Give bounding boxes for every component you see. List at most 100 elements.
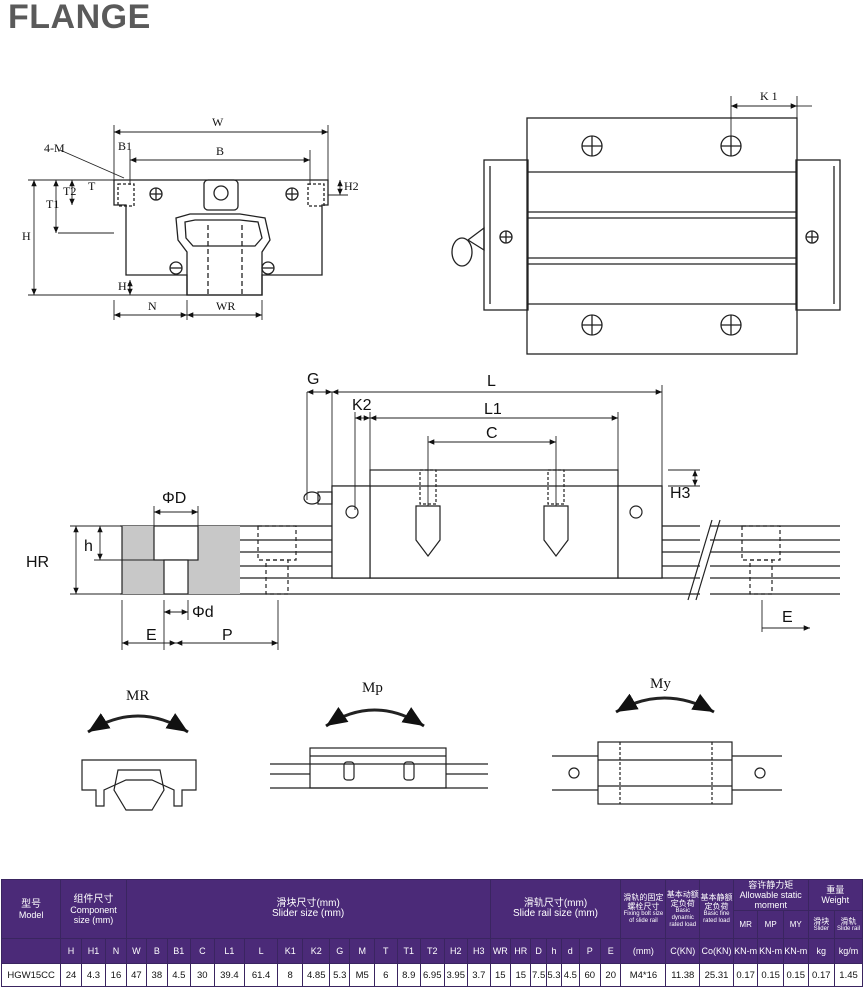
- table-cell: 8: [276, 963, 304, 987]
- label-h1: H1: [118, 279, 133, 293]
- sub-header-cell: KN-m: [782, 938, 809, 964]
- sub-header-cell: C: [190, 938, 215, 964]
- sub-header-cell: W: [125, 938, 148, 964]
- technical-drawing: W B B1 4-M H T1 T2 T H1 H2 N WR K 1: [22, 89, 841, 811]
- front-view: [28, 125, 348, 320]
- top-view: [451, 96, 841, 355]
- sub-header-cell: B: [146, 938, 168, 964]
- sub-header-cell: B1: [166, 938, 192, 964]
- table-cell: 4.5: [166, 963, 192, 987]
- sub-header-cell: HR: [510, 938, 532, 964]
- sub-header-cell: D: [530, 938, 547, 964]
- sub-header-cell: T2: [420, 938, 445, 964]
- sub-header-cell: L: [244, 938, 278, 964]
- label-e-left: E: [146, 627, 157, 644]
- label-b: B: [216, 144, 224, 158]
- table-cell: 61.4: [244, 963, 278, 987]
- page-title: FLANGE: [8, 0, 151, 36]
- model-cell: HGW15CC: [0, 963, 62, 987]
- table-cell: M4*16: [620, 963, 667, 987]
- table-cell: 3.7: [467, 963, 491, 987]
- label-h: H: [22, 229, 31, 243]
- sub-header-cell: T1: [396, 938, 421, 964]
- moment-mr-col: MR: [732, 910, 759, 939]
- label-w: W: [212, 115, 224, 129]
- moment-mp-diagram: [270, 706, 488, 789]
- side-view: [70, 385, 840, 650]
- moment-my-col: MY: [782, 910, 809, 939]
- table-cell: 47: [125, 963, 148, 987]
- label-mr: MR: [126, 688, 149, 704]
- table-cell: 5.3: [329, 963, 351, 987]
- sub-header-cell: H1: [80, 938, 107, 964]
- table-cell: 0.17: [807, 963, 836, 987]
- sub-header-cell: Co(KN): [699, 938, 734, 964]
- table-cell: 24: [60, 963, 82, 987]
- sub-header-cell: d: [561, 938, 580, 964]
- label-p: P: [222, 627, 233, 644]
- table-cell: 15: [510, 963, 532, 987]
- table-cell: 39.4: [213, 963, 246, 987]
- sub-header-cell: h: [545, 938, 563, 964]
- label-my: My: [650, 676, 671, 692]
- sub-header-cell: WR: [489, 938, 512, 964]
- table-cell: 15: [489, 963, 512, 987]
- label-n: N: [148, 299, 157, 313]
- label-l: L: [487, 373, 496, 390]
- table-cell: 25.31: [699, 963, 734, 987]
- slider-header: 滑块尺寸(mm)Slider size (mm): [125, 879, 491, 939]
- sub-header-cell: K1: [276, 938, 304, 964]
- label-4m: 4-M: [44, 141, 65, 155]
- sub-header-cell: kg: [807, 938, 836, 964]
- label-t2: T2: [63, 184, 76, 198]
- label-e-right: E: [782, 609, 793, 626]
- table-cell: 4.3: [80, 963, 107, 987]
- moment-mp-col: MP: [757, 910, 784, 939]
- table-cell: 8.9: [396, 963, 421, 987]
- table-cell: 5.3: [545, 963, 563, 987]
- label-g: G: [307, 371, 319, 388]
- sub-header-cell: (mm): [620, 938, 667, 964]
- table-cell: 0.15: [782, 963, 809, 987]
- label-h2: H2: [344, 179, 359, 193]
- sub-header-cell: P: [578, 938, 601, 964]
- sub-header-cell: KN-m: [732, 938, 759, 964]
- sub-header-cell: H: [60, 938, 82, 964]
- sub-header-cell: T: [374, 938, 398, 964]
- label-b1: B1: [118, 139, 132, 153]
- label-h3: H3: [670, 485, 691, 502]
- moment-my-diagram: [552, 693, 782, 805]
- sub-header-cell: E: [599, 938, 622, 964]
- label-mp: Mp: [362, 680, 383, 696]
- table-cell: 4.5: [561, 963, 580, 987]
- label-k1: K 1: [760, 89, 778, 103]
- label-t1: T1: [46, 197, 59, 211]
- sub-header-cell: KN-m: [757, 938, 784, 964]
- table-cell: 0.17: [732, 963, 759, 987]
- sub-header-cell: C(KN): [665, 938, 701, 964]
- label-wr: WR: [216, 299, 235, 313]
- table-cell: 7.5: [530, 963, 547, 987]
- label-hr: HR: [26, 554, 49, 571]
- table-cell: 16: [105, 963, 127, 987]
- table-cell: 3.95: [443, 963, 468, 987]
- label-k2: K2: [352, 397, 372, 414]
- table-cell: 60: [578, 963, 601, 987]
- sub-header-cell: H3: [467, 938, 491, 964]
- moment-mr-diagram: [81, 713, 197, 811]
- label-phi-d-small: Φd: [192, 604, 214, 621]
- label-c: C: [486, 425, 498, 442]
- label-h-small: h: [84, 538, 93, 555]
- sub-header-cell: L1: [213, 938, 246, 964]
- label-phi-d-big: ΦD: [162, 490, 186, 507]
- sub-header-cell: K2: [302, 938, 331, 964]
- sub-header-cell: kg/m: [834, 938, 863, 964]
